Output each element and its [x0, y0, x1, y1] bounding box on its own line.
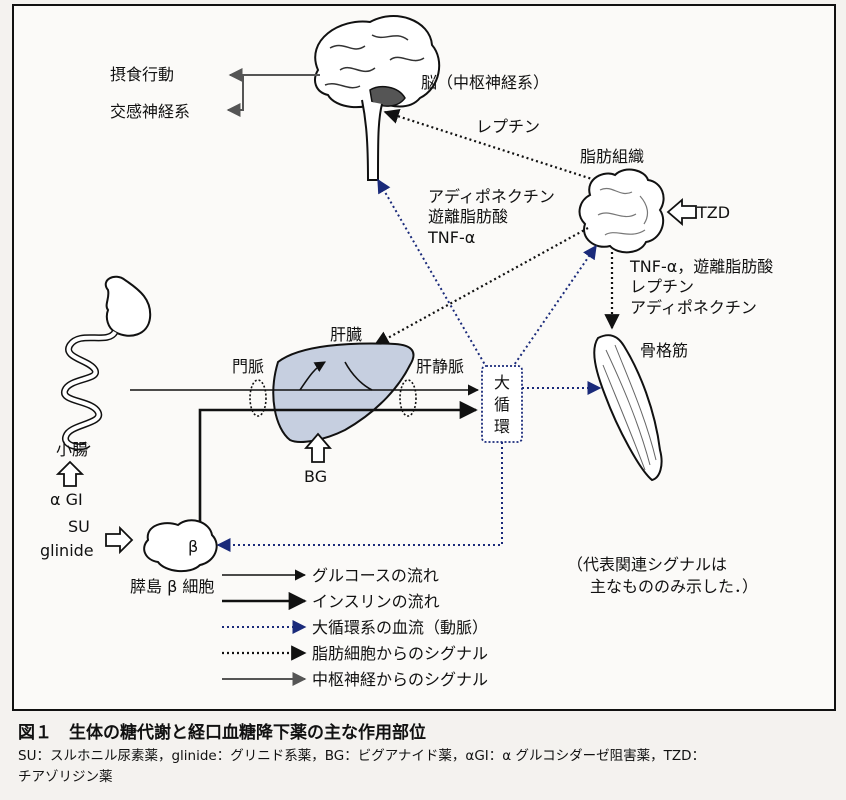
hepatic-vein-label: 肝静脈 — [416, 357, 464, 376]
liver-label: 肝臓 — [330, 325, 362, 344]
su-hollow-arrow — [105, 525, 134, 555]
portal-vein-label: 門脈 — [232, 357, 264, 376]
adipose-label: 脂肪組織 — [580, 147, 644, 166]
circulation-char-1: 大 — [494, 373, 510, 392]
brain-label: 脳（中枢神経系） — [421, 73, 549, 92]
liver-internal-flow-2 — [344, 361, 373, 391]
beta-cell-symbol: β — [188, 537, 198, 556]
adipose-to-liver-signal — [373, 227, 589, 346]
muscle-label: 骨格筋 — [640, 341, 688, 360]
liver-internal-flow-1 — [299, 361, 326, 391]
skeletal-muscle-illustration — [593, 334, 663, 482]
agi-label: α GI — [50, 490, 83, 509]
glinide-label: glinide — [40, 541, 94, 560]
muscle-signal-adiponectin: アディポネクチン — [630, 298, 757, 317]
sympathetic-nervous-label: 交感神経系 — [110, 102, 190, 121]
figure-caption-line-1: SU：スルホニル尿素薬，glinide：グリニド系薬，BG：ビグアナイド薬，αG… — [18, 748, 705, 764]
free-fatty-acid-label: 遊離脂肪酸 — [428, 207, 508, 226]
note-line-1: （代表関連シグナルは — [567, 555, 727, 574]
brain-circulation-flow — [377, 178, 489, 371]
figure-caption-line-2: チアゾリジン薬 — [18, 769, 113, 785]
leptin-arrow — [383, 108, 596, 182]
figure-caption-title: 図１ 生体の糖代謝と経口血糖降下薬の主な作用部位 — [18, 722, 426, 743]
stomach-intestine-illustration — [61, 275, 152, 451]
adipose-tissue-illustration — [578, 168, 665, 254]
su-label: SU — [68, 517, 90, 536]
circulation-char-2: 循 — [494, 395, 510, 414]
hepatic-vein-ring — [399, 379, 417, 417]
legend-blood-label: 大循環系の血流（動脈） — [312, 618, 488, 637]
insulin-flow — [198, 400, 478, 525]
legend-insulin-label: インスリンの流れ — [312, 592, 440, 611]
pancreatic-islet-illustration — [143, 519, 218, 573]
bg-hollow-arrow — [304, 432, 332, 463]
legend: グルコースの流れ インスリンの流れ 大循環系の血流（動脈） 脂肪細胞からのシグナ… — [222, 566, 488, 689]
legend-glucose-label: グルコースの流れ — [312, 566, 439, 585]
adiponectin-label: アディポネクチン — [428, 187, 555, 206]
islet-beta-label: 膵島 β 細胞 — [130, 577, 214, 596]
agi-hollow-arrow — [55, 460, 85, 487]
cns-branch-line — [226, 75, 244, 117]
brain-illustration — [314, 15, 441, 181]
bg-label: BG — [304, 467, 327, 486]
figure-frame — [12, 4, 836, 711]
note-line-2: 主なもののみ示した．） — [590, 577, 758, 596]
leptin-label: レプチン — [476, 117, 540, 136]
muscle-signal-leptin: レプチン — [630, 277, 694, 296]
tzd-hollow-arrow — [666, 198, 697, 226]
small-intestine-label: 小腸 — [56, 440, 88, 459]
feeding-behavior-label: 摂食行動 — [110, 65, 174, 84]
circulation-char-3: 環 — [494, 417, 510, 436]
legend-cns-label: 中枢神経からのシグナル — [312, 670, 488, 689]
legend-adipose-label: 脂肪細胞からのシグナル — [312, 644, 488, 663]
portal-vein-ring — [249, 379, 267, 417]
tnf-alpha-label: TNF-α — [427, 228, 475, 247]
tzd-label: TZD — [696, 203, 730, 222]
muscle-signal-tnf-ffa: TNF-α，遊離脂肪酸 — [629, 257, 773, 276]
